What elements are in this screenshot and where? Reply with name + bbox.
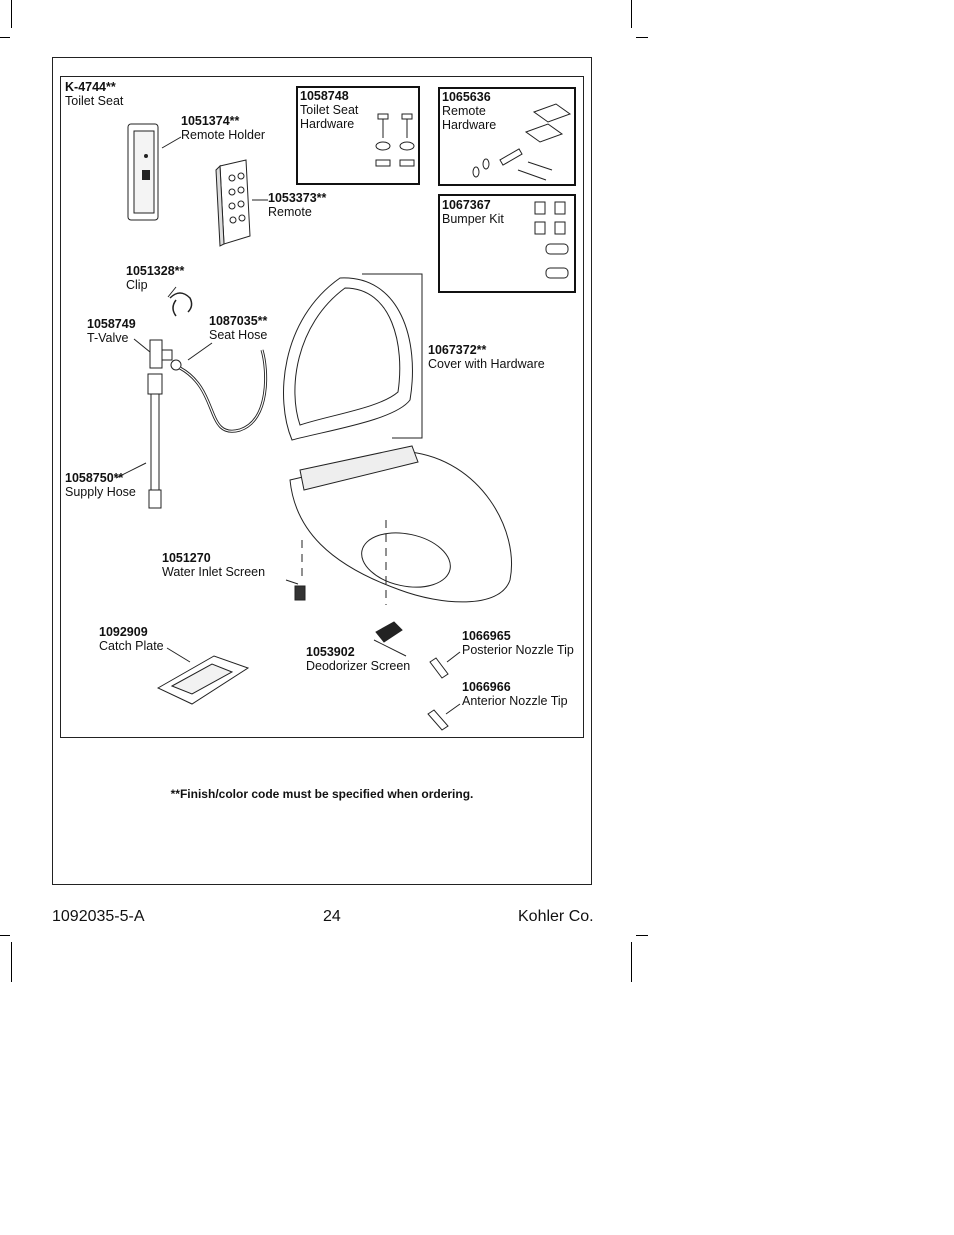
part-number: 1051374**: [181, 114, 240, 128]
part-name: Toilet Seat Hardware: [300, 103, 359, 131]
part-label-posterior-nozzle-tip: 1066965 Posterior Nozzle Tip: [462, 629, 574, 657]
remote-holder-illustration: [127, 123, 159, 221]
part-number: 1051328**: [126, 264, 185, 278]
part-name: Cover with Hardware: [428, 357, 545, 371]
part-number: 1067367: [442, 198, 491, 212]
part-name: Toilet Seat: [65, 94, 124, 108]
part-number: 1053373**: [268, 191, 327, 205]
part-label-toilet-seat: K-4744** Toilet Seat: [65, 80, 123, 108]
page-frame: [52, 57, 592, 885]
crop-mark: [0, 935, 10, 936]
deodorizer-screen-illustration: [375, 621, 403, 643]
parts-diagram-frame: [60, 76, 584, 738]
seat-hardware-illustration: [375, 113, 415, 167]
remote-illustration: [215, 159, 251, 247]
part-number: 1051270: [162, 551, 211, 565]
part-number: 1058749: [87, 317, 136, 331]
footer-page-number: 24: [323, 908, 341, 925]
part-label-anterior-nozzle-tip: 1066966 Anterior Nozzle Tip: [462, 680, 568, 708]
part-number: 1065636: [442, 90, 491, 104]
part-number: K-4744**: [65, 80, 116, 94]
part-label-supply-hose: 1058750** Supply Hose: [65, 471, 136, 499]
part-number: 1058748: [300, 89, 349, 103]
crop-mark: [0, 37, 10, 38]
catch-plate-illustration: [156, 655, 250, 705]
part-label-bumper-kit: 1067367 Bumper Kit: [442, 198, 504, 226]
part-name: Remote Holder: [181, 128, 266, 142]
part-label-remote-holder: 1051374** Remote Holder: [181, 114, 265, 142]
crop-mark: [636, 37, 648, 38]
part-name: Remote: [268, 205, 312, 219]
part-label-remote-hardware: 1065636 Remote Hardware: [442, 90, 502, 132]
part-name: Deodorizer Screen: [306, 659, 411, 673]
part-label-water-inlet-screen: 1051270 Water Inlet Screen: [162, 551, 265, 579]
anterior-nozzle-tip-illustration: [427, 709, 449, 731]
posterior-nozzle-tip-illustration: [429, 657, 449, 679]
part-number: 1058750**: [65, 471, 124, 485]
footer-company: Kohler Co.: [518, 908, 594, 925]
crop-mark: [636, 935, 648, 936]
cover-illustration: [283, 277, 413, 441]
part-label-catch-plate: 1092909 Catch Plate: [99, 625, 164, 653]
ordering-footnote: **Finish/color code must be specified wh…: [170, 787, 474, 801]
part-label-cover-with-hardware: 1067372** Cover with Hardware: [428, 343, 545, 371]
toilet-seat-illustration: [289, 445, 512, 605]
part-name: Water Inlet Screen: [162, 565, 266, 579]
crop-mark: [11, 0, 12, 28]
toilet-seat-hardware-box: [296, 86, 420, 185]
part-name: T-Valve: [87, 331, 129, 345]
part-number: 1066966: [462, 680, 511, 694]
part-label-toilet-seat-hardware: 1058748 Toilet Seat Hardware: [300, 89, 370, 131]
water-inlet-screen-illustration: [294, 585, 306, 601]
part-number: 1067372**: [428, 343, 487, 357]
bumper-kit-illustration: [534, 201, 569, 279]
part-name: Clip: [126, 278, 148, 292]
part-label-clip: 1051328** Clip: [126, 264, 184, 292]
part-name: Catch Plate: [99, 639, 164, 653]
crop-mark: [631, 942, 632, 982]
crop-mark: [11, 942, 12, 982]
part-name: Posterior Nozzle Tip: [462, 643, 574, 657]
supply-hose-illustration: [147, 373, 163, 509]
part-number: 1066965: [462, 629, 511, 643]
part-name: Supply Hose: [65, 485, 136, 499]
part-name: Anterior Nozzle Tip: [462, 694, 568, 708]
part-name: Remote Hardware: [442, 104, 497, 132]
t-valve-illustration: [149, 339, 182, 371]
remote-hardware-illustration: [472, 103, 572, 181]
part-name: Seat Hose: [209, 328, 268, 342]
part-label-seat-hose: 1087035** Seat Hose: [209, 314, 267, 342]
part-number: 1087035**: [209, 314, 268, 328]
footer-doc-number: 1092035-5-A: [52, 908, 145, 925]
part-label-remote: 1053373** Remote: [268, 191, 326, 219]
part-number: 1053902: [306, 645, 355, 659]
part-label-t-valve: 1058749 T-Valve: [87, 317, 136, 345]
part-label-deodorizer-screen: 1053902 Deodorizer Screen: [306, 645, 410, 673]
crop-mark: [631, 0, 632, 28]
part-name: Bumper Kit: [442, 212, 504, 226]
part-number: 1092909: [99, 625, 148, 639]
